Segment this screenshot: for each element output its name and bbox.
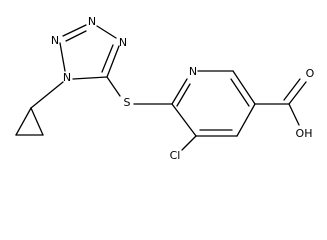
bond-c6-c5 <box>232 70 256 105</box>
bond-c3-cl <box>181 135 197 151</box>
atom-chloro: Cl <box>170 149 181 162</box>
bond-c5-s <box>106 76 121 97</box>
bond-cp-3 <box>30 107 44 136</box>
bond-c2-n1py <box>171 78 188 105</box>
bond-cacid-o <box>288 81 307 105</box>
atom-acid-o: O <box>306 67 315 80</box>
atom-tetrazole-n2: N <box>51 34 59 47</box>
bond-n1-n2 <box>59 42 66 72</box>
bond-c5-c4 <box>236 103 256 137</box>
bond-c6-c5-double <box>230 78 250 107</box>
atom-tetrazole-n1: N <box>63 71 71 84</box>
bond-cp-n1 <box>30 81 64 109</box>
molecule-diagram: N N N N S N Cl O OH <box>15 15 315 162</box>
bond-cacid-oh <box>288 103 300 126</box>
bond-cacid-o-double <box>283 78 301 101</box>
atom-tetrazole-n3: N <box>88 15 96 28</box>
atom-acid-oh: OH <box>296 127 313 140</box>
bond-c5-n1 <box>72 76 108 80</box>
bond-c2-n1py-double <box>176 83 191 107</box>
atom-tetrazole-n4: N <box>119 36 127 49</box>
bond-n3-n4 <box>96 25 117 39</box>
bond-n2-n3 <box>62 24 87 37</box>
bond-n4-c5 <box>106 45 120 78</box>
atom-labels: N N N N S N Cl O OH <box>51 15 315 162</box>
bonds <box>15 24 307 151</box>
atom-pyridine-n: N <box>189 65 197 78</box>
bond-cp-2 <box>15 107 32 136</box>
bond-n2-n3-double <box>65 30 87 42</box>
atom-thioether-s: S <box>124 96 131 109</box>
bond-n4-c5-double <box>101 44 114 73</box>
bond-c3-c2 <box>171 103 197 137</box>
structure-drawing: N N N N S N Cl O OH <box>15 15 315 162</box>
